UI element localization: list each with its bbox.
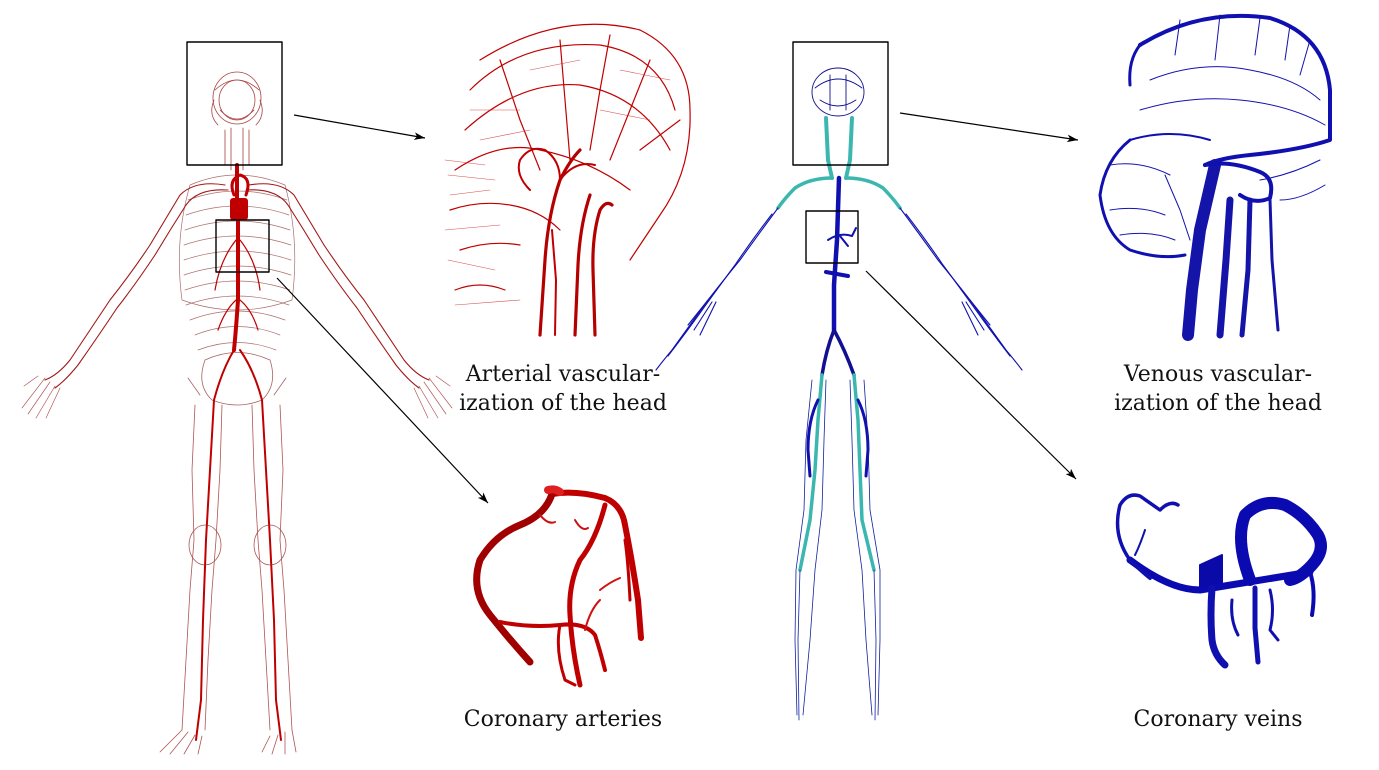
caption-venous-head: Venous vascular- ization of the head <box>1093 360 1343 418</box>
caption-arterial-head-line1: Arterial vascular- <box>465 362 661 387</box>
caption-coronary-arteries: Coronary arteries <box>438 705 688 734</box>
caption-coronary-veins: Coronary veins <box>1093 705 1343 734</box>
caption-coronary-arteries-text: Coronary arteries <box>463 707 663 732</box>
arrow-to-venous-head <box>899 112 1079 143</box>
caption-coronary-veins-text: Coronary veins <box>1133 707 1303 732</box>
arrow-to-coronary-veins <box>865 270 1077 480</box>
head-veins-detail <box>1098 13 1332 341</box>
venous-body-figure <box>655 41 1023 721</box>
caption-venous-head-line1: Venous vascular- <box>1123 362 1313 387</box>
head-arteries-detail <box>444 23 691 337</box>
arrow-to-coronary-arteries <box>276 277 489 504</box>
arrow-to-arterial-head <box>293 114 426 140</box>
coronary-arteries-detail <box>473 485 644 688</box>
caption-arterial-head-line2: ization of the head <box>459 391 667 416</box>
coronary-veins-detail <box>1115 493 1327 669</box>
arterial-body-figure <box>21 41 453 755</box>
caption-venous-head-line2: ization of the head <box>1114 391 1322 416</box>
caption-arterial-head: Arterial vascular- ization of the head <box>438 360 688 418</box>
zoom-arrows <box>276 112 1079 504</box>
